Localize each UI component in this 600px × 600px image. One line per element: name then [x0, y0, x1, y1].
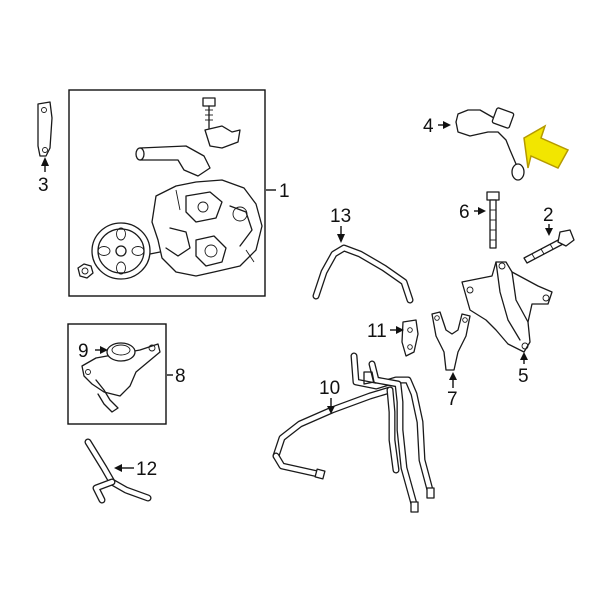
callout-9: 9	[78, 341, 89, 362]
callout-11: 11	[367, 321, 387, 342]
leader-9	[95, 346, 108, 354]
part-10-hose-assembly	[272, 352, 435, 513]
part-3-bracket	[37, 101, 53, 157]
leader-10	[327, 398, 335, 414]
callout-7: 7	[447, 389, 458, 410]
callout-4: 4	[423, 116, 434, 137]
callout-2: 2	[543, 205, 554, 226]
callout-3: 3	[38, 175, 49, 196]
part-11-clip	[401, 319, 419, 357]
callout-8: 8	[175, 366, 186, 387]
callout-6: 6	[459, 202, 470, 223]
pump-frame	[68, 89, 266, 297]
leader-12	[114, 464, 134, 472]
part-12-hose	[84, 438, 152, 504]
part-13-hose	[312, 244, 414, 304]
callout-5: 5	[518, 366, 529, 387]
callout-1: 1	[279, 181, 290, 202]
leader-5	[520, 352, 528, 364]
leader-2	[545, 224, 553, 236]
highlight-arrow-icon	[523, 124, 570, 169]
callout-13: 13	[330, 206, 351, 227]
leader-6	[474, 207, 486, 215]
part-9-reservoir-cap	[106, 342, 136, 362]
callout-10: 10	[319, 378, 340, 399]
part-6-bolt	[486, 191, 500, 249]
leader-3	[41, 157, 49, 172]
leader-11	[390, 326, 404, 334]
part-4-sensor	[455, 107, 525, 181]
leader-4	[438, 121, 451, 129]
leader-7	[449, 372, 457, 388]
part-5-bracket	[461, 261, 553, 353]
leader-13	[337, 226, 345, 243]
part-1-power-steering-pump	[77, 97, 263, 280]
part-2-bolt	[523, 229, 575, 264]
part-8-reservoir	[81, 342, 161, 413]
callout-12: 12	[136, 459, 157, 480]
reservoir-frame	[67, 323, 167, 425]
part-7-bracket	[431, 311, 471, 371]
